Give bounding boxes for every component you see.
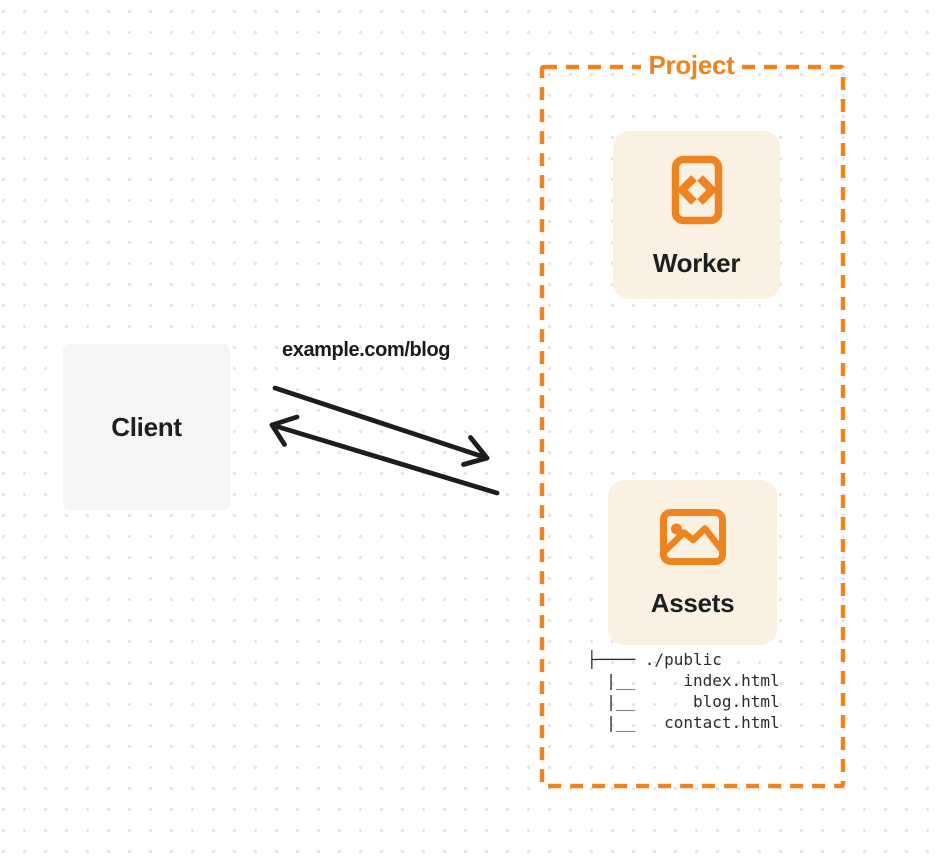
response-arrowhead — [269, 414, 300, 447]
request-arrowhead — [461, 435, 490, 467]
client-label: Client — [111, 411, 182, 442]
project-label-wrap: Project — [540, 50, 843, 81]
assets-file-tree: ├──── ./public |__ index.html |__ blog.h… — [587, 650, 780, 732]
worker-card: Worker — [613, 131, 780, 299]
assets-card: Assets — [608, 480, 777, 645]
worker-label: Worker — [652, 247, 741, 278]
assets-label: Assets — [650, 588, 735, 618]
request-arrow-line — [272, 385, 490, 461]
response-arrow-line — [269, 422, 500, 496]
request-url-label: example.com/blog — [282, 339, 451, 361]
client-box: Client — [63, 344, 230, 510]
code-file-icon — [671, 155, 722, 224]
project-label: Project — [641, 50, 742, 81]
image-icon — [659, 509, 726, 565]
